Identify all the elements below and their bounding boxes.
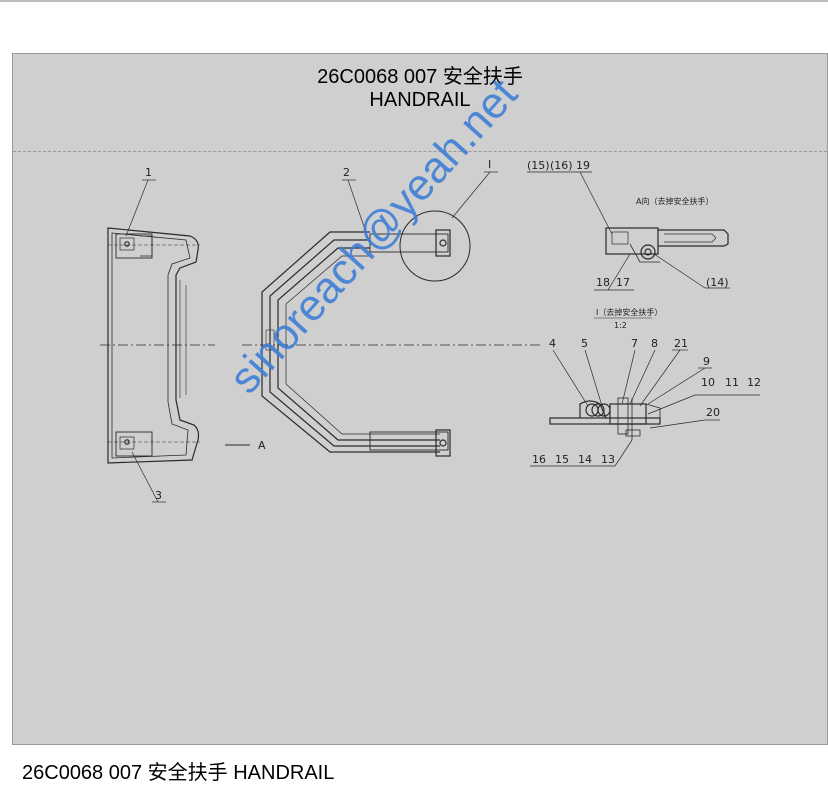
callout-17: 17 [616,276,630,289]
image-caption: 26C0068 007 安全扶手 HANDRAIL [22,762,335,784]
callout-12: 12 [747,376,761,389]
callout-a: A [258,439,266,452]
callout-5: 5 [581,337,588,350]
callout-19: 19 [576,159,590,172]
callout-16p: (16) [550,159,573,172]
callout-8: 8 [651,337,658,350]
callout-15p: (15) [527,159,550,172]
drawing-title: 26C0068 007 安全扶手 [317,66,523,88]
callout-14p: (14) [706,276,729,289]
view-i-label: I（去掉安全扶手） [596,307,662,317]
callout-21: 21 [674,337,688,350]
callout-15: 15 [555,453,569,466]
callout-16: 16 [532,453,546,466]
callout-2: 2 [343,166,350,179]
handrail-front-view [107,227,200,464]
callout-i: I [488,158,491,171]
callout-11: 11 [725,376,739,389]
view-i-scale: 1:2 [614,321,627,330]
drawing-subtitle: HANDRAIL [369,89,471,111]
callout-9: 9 [703,355,710,368]
callout-18: 18 [596,276,610,289]
callout-13: 13 [601,453,615,466]
callout-3: 3 [155,489,162,502]
callout-14: 14 [578,453,592,466]
top-border [0,0,828,2]
callout-7: 7 [631,337,638,350]
view-a-label: A向（去掉安全扶手） [636,196,713,206]
handrail-side-view [261,210,471,457]
title-block: 26C0068 007 安全扶手 HANDRAIL [13,54,827,152]
view-a-detail [527,171,730,291]
callout-4: 4 [549,337,556,350]
drawing-panel: 26C0068 007 安全扶手 HANDRAIL [12,53,828,745]
callout-20: 20 [706,406,720,419]
view-i-detail [530,317,760,467]
callout-1: 1 [145,166,152,179]
callout-10: 10 [701,376,715,389]
